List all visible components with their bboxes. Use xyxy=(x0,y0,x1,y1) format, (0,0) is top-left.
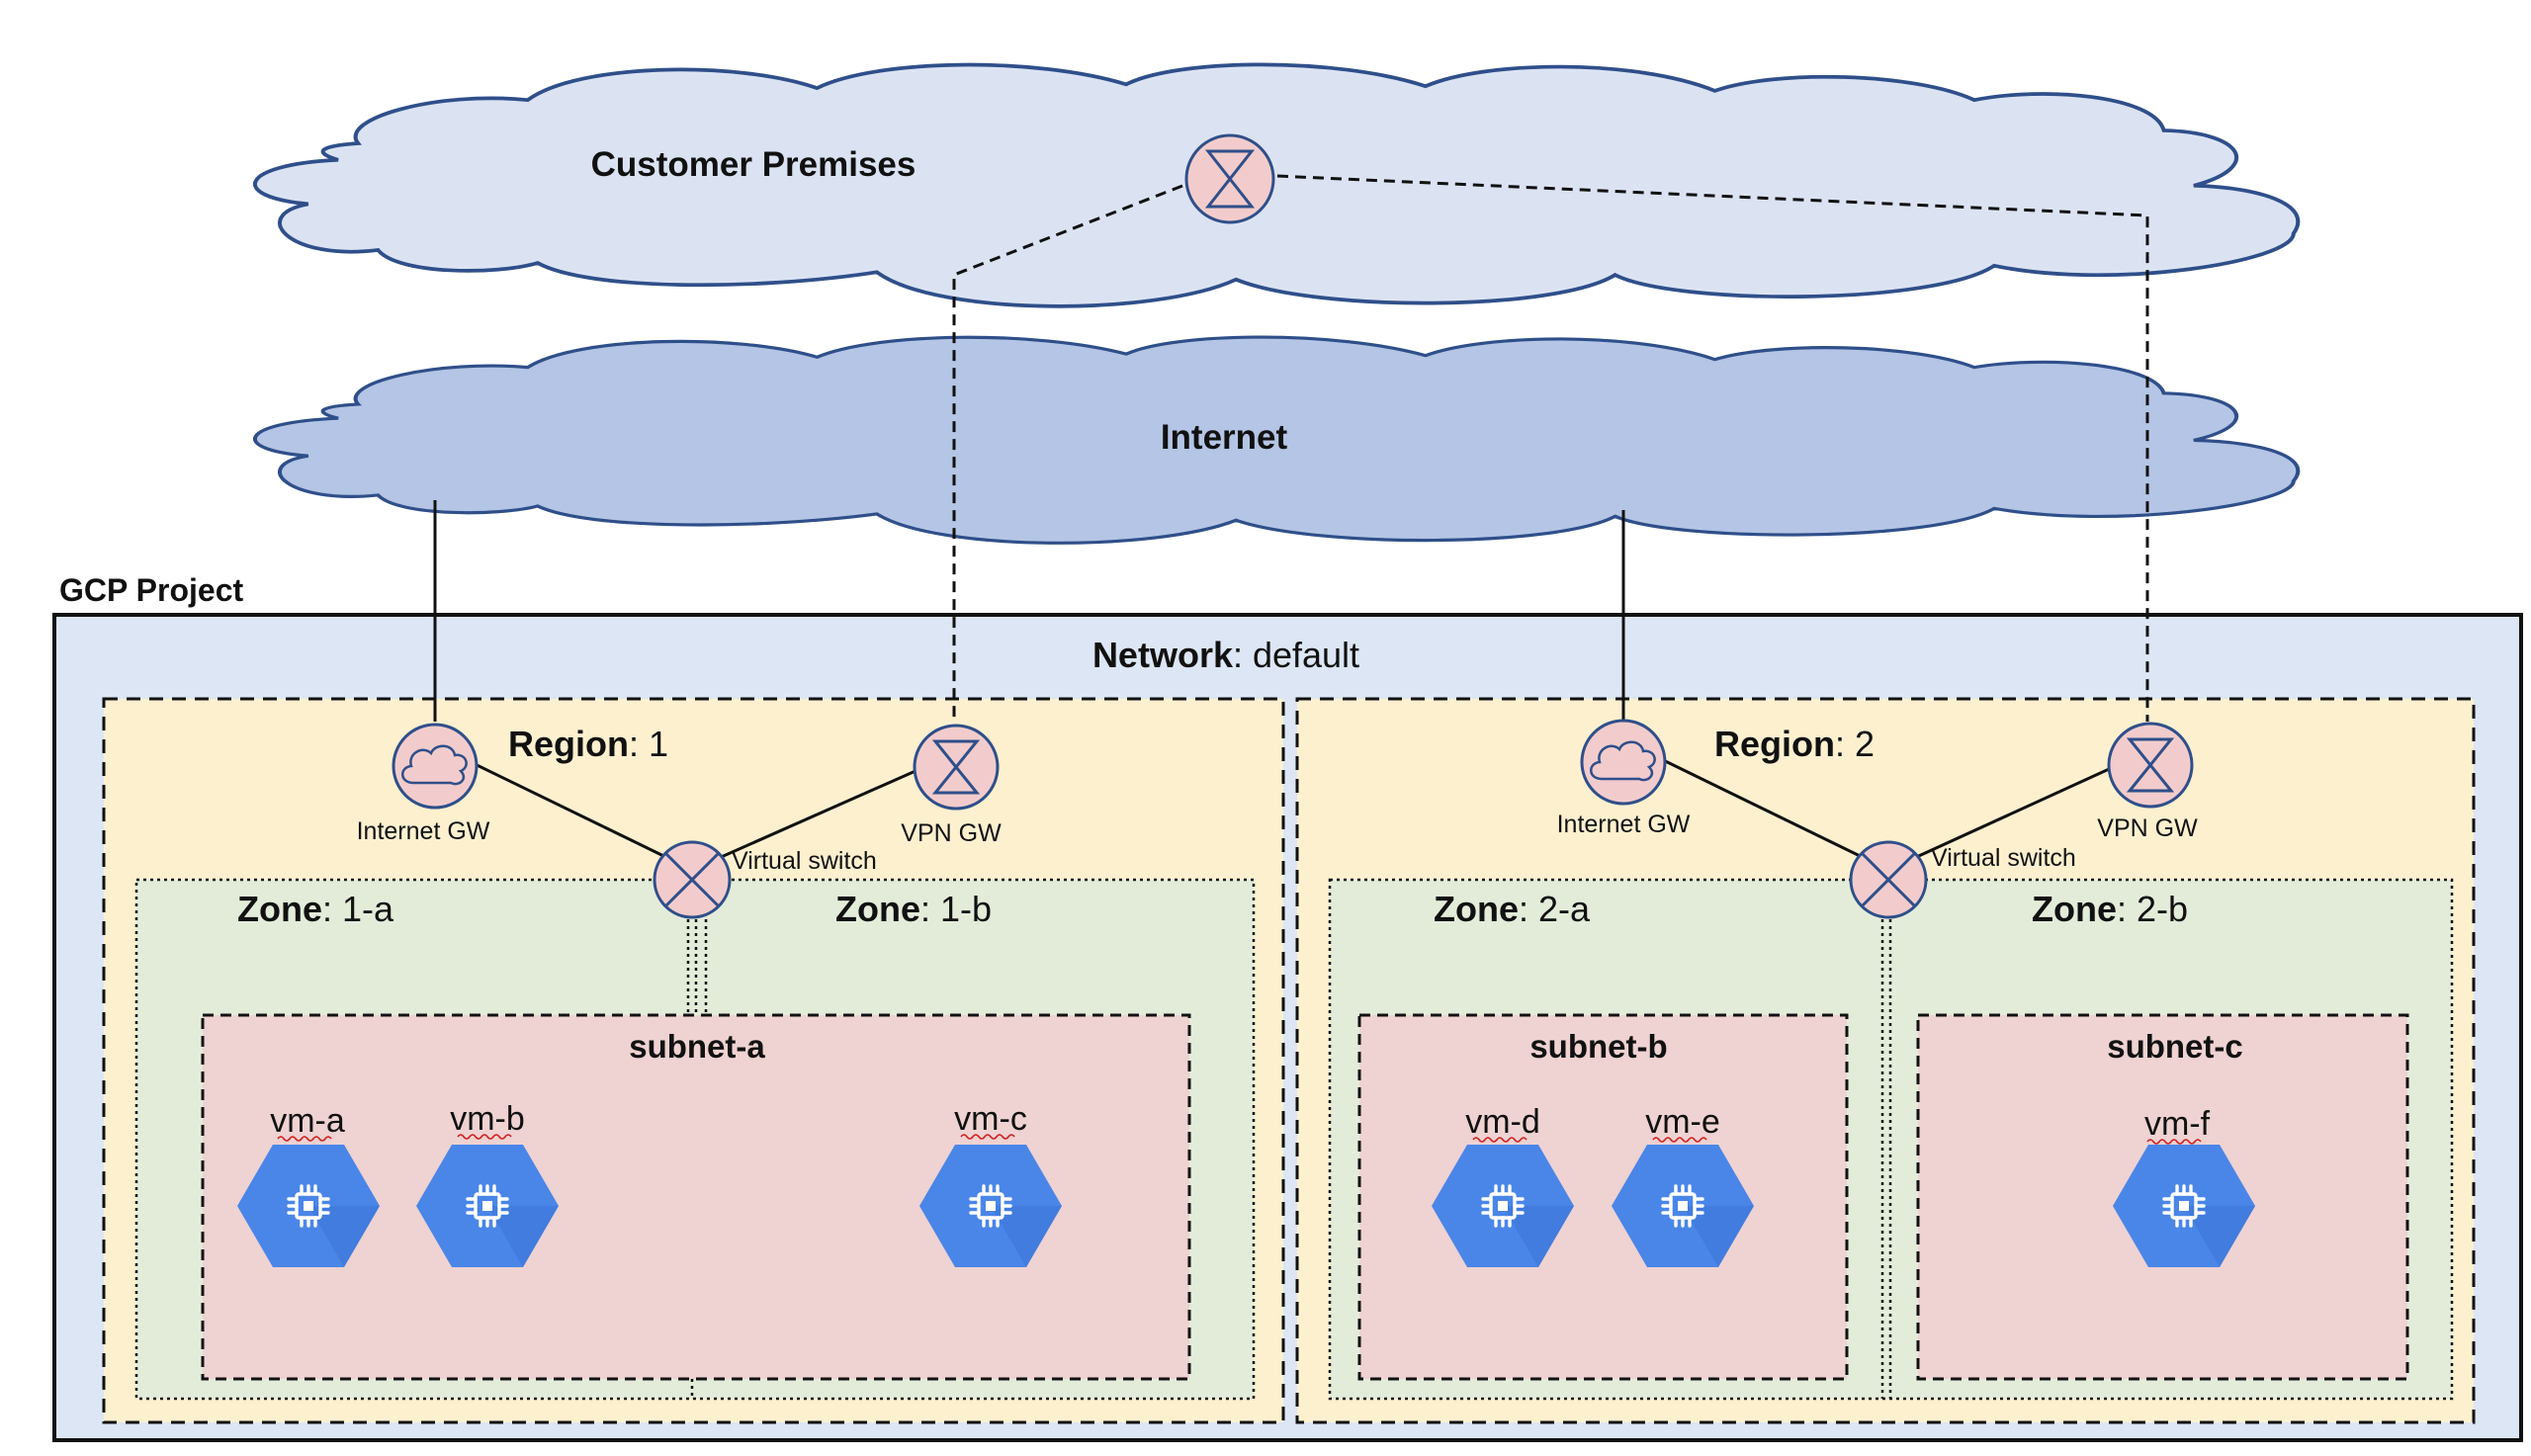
vm-label: vm-d xyxy=(1465,1103,1540,1141)
connections xyxy=(433,174,2149,1015)
zone-2b-label: Zone: 2-b xyxy=(2032,889,2188,929)
compute-engine-icon xyxy=(919,1145,1062,1267)
customer-vpn-gateway-icon xyxy=(1184,133,1275,224)
compute-engine-icon xyxy=(416,1145,559,1267)
internet-gateway-label: Internet GW xyxy=(1557,811,1691,838)
vpn-gateway-label: VPN GW xyxy=(901,819,1002,847)
region-2-label: Region: 2 xyxy=(1714,724,1875,764)
subnet-c-label: subnet-c xyxy=(2107,1028,2243,1065)
vpn-gateway-label: VPN GW xyxy=(2097,814,2198,842)
internet-gateway-icon xyxy=(1580,719,1667,806)
virtual-switch-label: Virtual switch xyxy=(732,847,877,875)
gcp-project-title: GCP Project xyxy=(59,572,243,608)
compute-engine-icon xyxy=(1612,1145,1754,1267)
vpn-gateway-icon xyxy=(2107,722,2194,809)
vm-label: vm-f xyxy=(2144,1105,2211,1143)
internet-gateway-icon xyxy=(392,723,479,810)
compute-engine-icon xyxy=(2113,1145,2255,1267)
virtual-switch-label: Virtual switch xyxy=(1931,844,2076,872)
zone-2a-label: Zone: 2-a xyxy=(1434,889,1591,929)
virtual-switch-icon xyxy=(653,840,732,919)
compute-engine-icon xyxy=(1432,1145,1574,1267)
subnet-b-box xyxy=(1357,1013,1849,1381)
subnet-a-label: subnet-a xyxy=(629,1028,765,1065)
network-label: Network: default xyxy=(1092,635,1359,675)
virtual-switch-icon xyxy=(1849,840,1928,919)
customer-premises-cloud xyxy=(255,64,2298,305)
vm-label: vm-b xyxy=(450,1100,525,1138)
region-1-label: Region: 1 xyxy=(508,724,668,764)
zone-1a-label: Zone: 1-a xyxy=(237,889,394,929)
vpn-gateway-icon xyxy=(913,724,1000,811)
customer-premises-label: Customer Premises xyxy=(591,145,916,184)
internet-label: Internet xyxy=(1161,418,1288,457)
vm-label: vm-e xyxy=(1645,1103,1720,1141)
spellcheck-underlines xyxy=(277,1134,2202,1145)
compute-engine-icon xyxy=(237,1145,380,1267)
subnet-b-label: subnet-b xyxy=(1529,1028,1667,1065)
zone-1b-label: Zone: 1-b xyxy=(835,889,992,929)
vm-label: vm-a xyxy=(270,1102,345,1140)
vm-label: vm-c xyxy=(954,1100,1027,1138)
internet-gateway-label: Internet GW xyxy=(357,817,490,845)
